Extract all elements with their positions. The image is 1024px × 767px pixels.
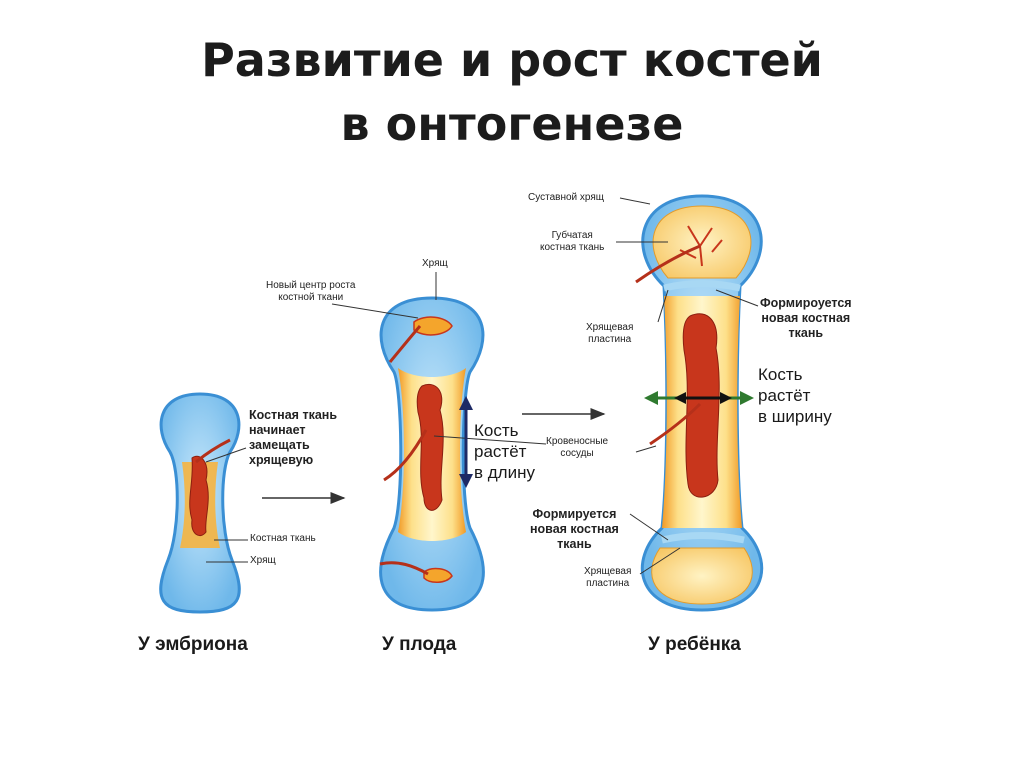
fetus-lower-vessel — [379, 561, 429, 576]
caption-embryo: У эмбриона — [138, 634, 248, 655]
child-lower-epiphysis — [651, 547, 753, 605]
embryo-vessel — [195, 438, 231, 464]
fetus-upper-ossification-center — [413, 316, 453, 336]
fetus-upper-vessel — [388, 325, 422, 363]
label-cartilage-plate-top: Хрящевая пластина — [586, 322, 634, 345]
label-embryo-cartilage: Хрящ — [250, 555, 276, 566]
label-articular-cartilage: Суставной хрящ — [528, 192, 604, 203]
label-growth-width: Кость растёт в ширину — [758, 365, 832, 426]
label-new-bone-bottom: Формируется новая костная ткань — [530, 507, 619, 551]
caption-child: У ребёнка — [648, 634, 741, 655]
child-lower-growth-plate — [661, 532, 745, 544]
embryo-ossification-center — [189, 455, 209, 536]
label-new-bone-top: Формироуется новая костная ткань — [760, 296, 852, 340]
child-mid-vessel — [649, 402, 702, 446]
label-cartilage-plate-bottom: Хрящевая пластина — [584, 566, 632, 589]
title-line-2: в онтогенезе — [340, 97, 684, 151]
title-line-1: Развитие и рост костей — [201, 33, 823, 87]
slide-title: Развитие и рост костей в онтогенезе — [0, 28, 1024, 156]
label-growth-length: Кость растёт в длину — [474, 421, 535, 482]
caption-fetus: У плода — [382, 634, 457, 655]
label-spongy-bone: Губчатая костная ткань — [540, 230, 605, 253]
width-growth-arrow — [644, 391, 754, 405]
child-leaders — [616, 197, 759, 575]
fetus-leaders — [331, 272, 547, 445]
child-upper-growth-plate — [663, 280, 741, 292]
embryo-bone — [159, 392, 241, 614]
label-fetus-cartilage: Хрящ — [422, 258, 448, 269]
fetus-bone — [379, 296, 485, 612]
label-embryo-bone-tissue: Костная ткань — [250, 533, 316, 544]
label-bone-replaces-cartilage: Костная ткань начинает замещать хрящевую — [249, 408, 338, 467]
length-growth-arrow — [459, 396, 473, 488]
child-upper-vessel — [635, 244, 701, 284]
embryo-leaders — [205, 447, 248, 563]
child-marrow-cavity — [682, 313, 720, 498]
fetus-mid-vessel — [383, 429, 428, 482]
child-bone — [635, 194, 764, 612]
fetus-marrow — [416, 384, 444, 511]
fetus-lower-ossification-center — [423, 567, 453, 583]
label-blood-vessels: Кровеносные сосуды — [546, 436, 609, 459]
label-new-growth-center: Новый центр роста костной ткани — [266, 280, 356, 303]
